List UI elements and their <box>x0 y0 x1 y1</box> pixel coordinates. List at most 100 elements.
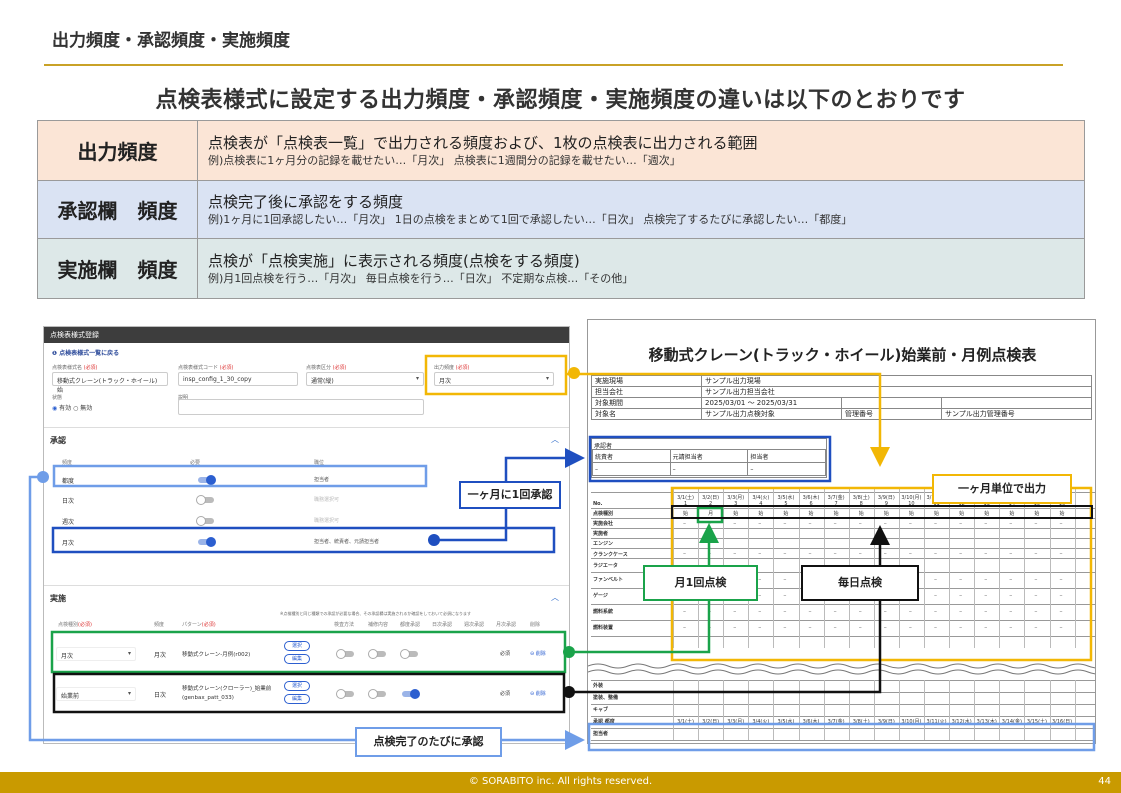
frequency-example: 例)1ヶ月に1回承認したい…「月次」 1日の点検をまとめて1回で承認したい…「日… <box>208 212 853 226</box>
empty-cell: – <box>883 624 887 631</box>
execution-note: ※点検種別と同じ種類での承認が必要な場合、その承認欄は実施されるか確認をしておい… <box>280 611 471 616</box>
exec-toggle[interactable] <box>368 649 386 659</box>
empty-cell: – <box>984 576 988 583</box>
exec-toggle[interactable] <box>368 689 386 699</box>
edit-pattern-button[interactable]: 編集 <box>284 654 310 664</box>
row-label: 外装 <box>593 683 604 689</box>
description-input[interactable] <box>178 399 424 415</box>
grid-col-line <box>848 680 850 740</box>
select-pattern-button[interactable]: 選択 <box>284 641 310 651</box>
form-header: 点検表様式登録 <box>44 327 569 343</box>
approval-col-frequency: 頻度 <box>62 460 73 466</box>
delete-row-button[interactable]: ⊖ 削除 <box>530 691 546 697</box>
date-number: 7 <box>834 501 838 507</box>
frequency-row-approval: 承認欄 頻度 点検完了後に承認をする頻度例)1ヶ月に1回承認したい…「月次」 1… <box>37 180 1085 239</box>
title-divider <box>44 64 1063 66</box>
grid-col-line <box>999 680 1001 740</box>
grid-col-line <box>698 680 700 740</box>
grid-row-line <box>591 604 1095 605</box>
empty-cell: – <box>959 520 963 527</box>
edit-pattern-button[interactable]: 編集 <box>284 694 310 704</box>
grid-row-line <box>591 620 1095 621</box>
frequency-description: 点検完了後に承認をする頻度 <box>208 192 404 211</box>
status-radio-group[interactable]: ◉ 有効 ○ 無効 <box>52 405 93 412</box>
chevron-down-icon: ▾ <box>415 375 419 382</box>
approval-toggle[interactable] <box>196 516 214 526</box>
category-select[interactable]: 通常(縦)▾ <box>306 372 424 386</box>
inspection-type-cell: 始 <box>959 511 965 517</box>
category-label: 点検表区分 (必須) <box>306 365 347 371</box>
exec-col-type: 点検種別(必須) <box>58 622 92 628</box>
empty-cell: – <box>733 550 737 557</box>
footer: © SORABITO inc. All rights reserved. 44 <box>0 772 1121 793</box>
inspection-type-cell: 始 <box>858 511 864 517</box>
grid-row-line <box>591 528 1095 529</box>
date-number: 4 <box>759 501 763 507</box>
empty-cell: – <box>783 592 787 599</box>
callout-daily-inspection: 毎日点検 <box>801 565 919 601</box>
output-frequency-select[interactable]: 月次▾ <box>434 372 554 386</box>
empty-cell: – <box>1034 520 1038 527</box>
grid-row-line <box>591 508 1095 509</box>
date-header: 3/7(金) <box>827 495 845 501</box>
grid-col-line <box>924 680 925 740</box>
exec-type-select[interactable]: 月次▾ <box>56 647 136 661</box>
page-break-wave <box>588 663 1095 675</box>
grid-row-line <box>591 548 1095 549</box>
empty-cell: – <box>683 624 686 631</box>
grid-col-line <box>773 680 775 740</box>
empty-cell: – <box>1059 576 1063 583</box>
form-code-input[interactable]: insp_config_1_30_copy <box>178 372 298 386</box>
exec-toggle[interactable] <box>336 649 354 659</box>
inspection-type-cell: 始 <box>934 511 940 517</box>
exec-toggle[interactable] <box>402 689 420 699</box>
grid-col-line <box>974 680 976 740</box>
empty-cell: – <box>934 520 937 527</box>
exec-toggle[interactable] <box>400 649 418 659</box>
exec-toggle[interactable] <box>336 689 354 699</box>
date-header: 3/1(土) <box>677 495 695 501</box>
frequency-label: 実施欄 頻度 <box>37 238 198 299</box>
collapse-icon[interactable]: ︿ <box>551 435 559 444</box>
empty-cell: – <box>984 520 988 527</box>
collapse-icon[interactable]: ︿ <box>551 593 559 602</box>
approval-date-cell: 3/4(火) <box>752 719 770 725</box>
approval-date-cell: 3/3(月) <box>727 719 745 725</box>
grid-col-line <box>798 680 800 740</box>
empty-cell: – <box>1059 550 1063 557</box>
row-label: 実施会社 <box>593 521 614 527</box>
form-name-input[interactable]: 移動式クレーン(トラック・ホイール)始 <box>52 372 168 394</box>
date-number: 6 <box>809 501 813 507</box>
grid-col-line <box>823 680 825 740</box>
frequency-label: 承認欄 頻度 <box>37 180 198 239</box>
inspection-type-cell: 始 <box>1034 511 1040 517</box>
exec-type-select[interactable]: 始業前▾ <box>56 687 136 701</box>
callout-monthly-approval: 一ヶ月に1回承認 <box>459 481 561 509</box>
copyright: © SORABITO inc. All rights reserved. <box>468 776 653 787</box>
exec-col-method: 検査方法 <box>334 622 355 628</box>
empty-cell: – <box>808 624 812 631</box>
empty-cell: – <box>883 550 887 557</box>
back-to-list-link[interactable]: ❶ 点検表様式一覧に戻る <box>52 350 120 357</box>
empty-cell: – <box>984 624 988 631</box>
empty-cell: – <box>758 592 762 599</box>
empty-cell: – <box>959 576 963 583</box>
empty-cell: – <box>833 624 837 631</box>
approval-toggle[interactable] <box>198 537 216 547</box>
status-label: 状態 <box>52 395 63 401</box>
description-label: 説明 <box>178 395 189 401</box>
chevron-down-icon: ▾ <box>127 650 131 657</box>
approval-section-title: 承認 <box>50 436 66 445</box>
grid-col-line <box>748 680 750 740</box>
approval-toggle[interactable] <box>196 495 214 505</box>
inspection-form-screenshot: 点検表様式登録 ❶ 点検表様式一覧に戻る 点検表様式名 (必須) 移動式クレーン… <box>43 326 570 744</box>
empty-cell: – <box>783 576 787 583</box>
delete-row-button[interactable]: ⊖ 削除 <box>530 651 546 657</box>
exec-col-weekly: 週次承認 <box>464 622 485 628</box>
select-pattern-button[interactable]: 選択 <box>284 681 310 691</box>
approval-date-cell: 3/6(木) <box>802 719 820 725</box>
green-connector-dot <box>563 646 575 658</box>
empty-cell: – <box>1034 592 1038 599</box>
approval-toggle[interactable] <box>198 475 216 485</box>
